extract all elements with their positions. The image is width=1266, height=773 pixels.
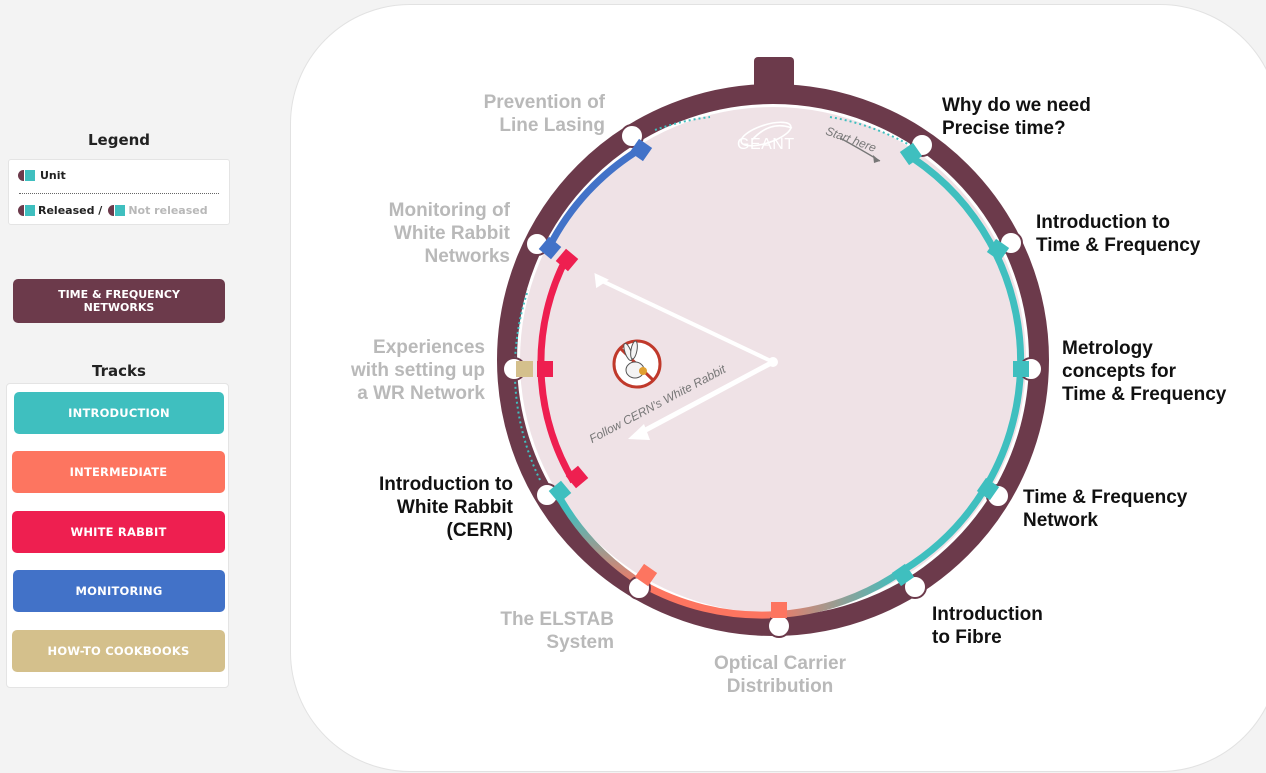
unit-label-intro-fibre[interactable]: Introduction to Fibre	[932, 604, 1043, 648]
unit-node-tf-network	[976, 477, 1010, 508]
top-dotted-path	[654, 116, 711, 131]
legend-box: Unit Released / Not released	[8, 159, 230, 225]
introduction-left-arc	[553, 490, 643, 587]
program-button[interactable]: TIME & FREQUENCY NETWORKS	[13, 279, 225, 323]
clock-center	[768, 357, 778, 367]
unit-label-intro-wr[interactable]: Introduction to White Rabbit (CERN)	[378, 474, 513, 541]
unit-node-metrology	[1013, 357, 1043, 381]
unit-label-intro-tf[interactable]: Introduction to Time & Frequency	[1036, 212, 1201, 256]
unit-node-intro-fibre	[891, 563, 927, 599]
released-half-circle-icon	[18, 205, 24, 216]
unit-label-wr-experiences[interactable]: Experiences with setting up a WR Network	[350, 337, 485, 404]
unit-node-optical-carrier	[767, 602, 791, 638]
legend-unit-label: Unit	[40, 169, 66, 182]
legend-title: Legend	[87, 131, 151, 149]
clock-hand-arrow	[628, 424, 650, 440]
legend-status-row: Released / Not released	[18, 204, 208, 217]
monitoring-arc	[546, 146, 643, 249]
track-intermediate-button[interactable]: INTERMEDIATE	[12, 451, 225, 493]
unit-label-precise-time[interactable]: Why do we need Precise time?	[942, 95, 1091, 139]
legend-divider	[19, 193, 219, 194]
left-dotted-path	[513, 289, 541, 481]
legend-unit-row: Unit	[18, 169, 66, 182]
unit-label-metrology[interactable]: Metrology concepts for Time & Frequency	[1062, 338, 1227, 405]
tracks-title: Tracks	[92, 362, 146, 380]
unit-square-icon	[25, 170, 35, 181]
unit-node-elstab	[627, 563, 658, 600]
unit-label-elstab[interactable]: The ELSTAB System	[500, 609, 614, 653]
clock-hand-long	[638, 359, 775, 436]
unit-node-precise-time	[899, 133, 934, 166]
tracks-box: INTRODUCTION INTERMEDIATE WHITE RABBIT M…	[6, 383, 229, 688]
unit-node-intro-tf	[986, 231, 1023, 262]
track-white-rabbit-button[interactable]: WHITE RABBIT	[12, 511, 225, 553]
unit-half-circle-icon	[18, 170, 24, 181]
unit-node-line-lasing	[620, 124, 653, 162]
white-rabbit-badge	[612, 339, 662, 389]
track-monitoring-button[interactable]: MONITORING	[13, 570, 225, 612]
unit-node-wr-monitoring	[525, 232, 579, 272]
unit-label-optical-carrier[interactable]: Optical Carrier Distribution	[714, 653, 846, 697]
unit-label-wr-monitoring[interactable]: Monitoring of White Rabbit Networks	[388, 200, 510, 267]
legend-released-label: Released /	[38, 204, 103, 217]
geant-logo	[740, 121, 793, 147]
legend-not-released-label: Not released	[128, 204, 208, 217]
unit-node-intro-wr	[535, 465, 589, 507]
unit-label-tf-network[interactable]: Time & Frequency Network	[1023, 487, 1188, 531]
start-dotted-path	[829, 116, 914, 148]
not-released-half-circle-icon	[108, 205, 115, 216]
unit-node-wr-experiences	[502, 357, 553, 381]
unit-label-line-lasing[interactable]: Prevention of Line Lasing	[483, 92, 605, 136]
track-introduction-button[interactable]: INTRODUCTION	[14, 392, 224, 434]
not-released-square-icon	[115, 205, 126, 216]
geant-logo-text: GÉANT	[737, 136, 795, 153]
top-tab	[754, 57, 794, 103]
released-square-icon	[25, 205, 35, 216]
clock-hand-short	[599, 278, 774, 364]
track-how-to-cookbooks-button[interactable]: HOW-TO COOKBOOKS	[12, 630, 225, 672]
